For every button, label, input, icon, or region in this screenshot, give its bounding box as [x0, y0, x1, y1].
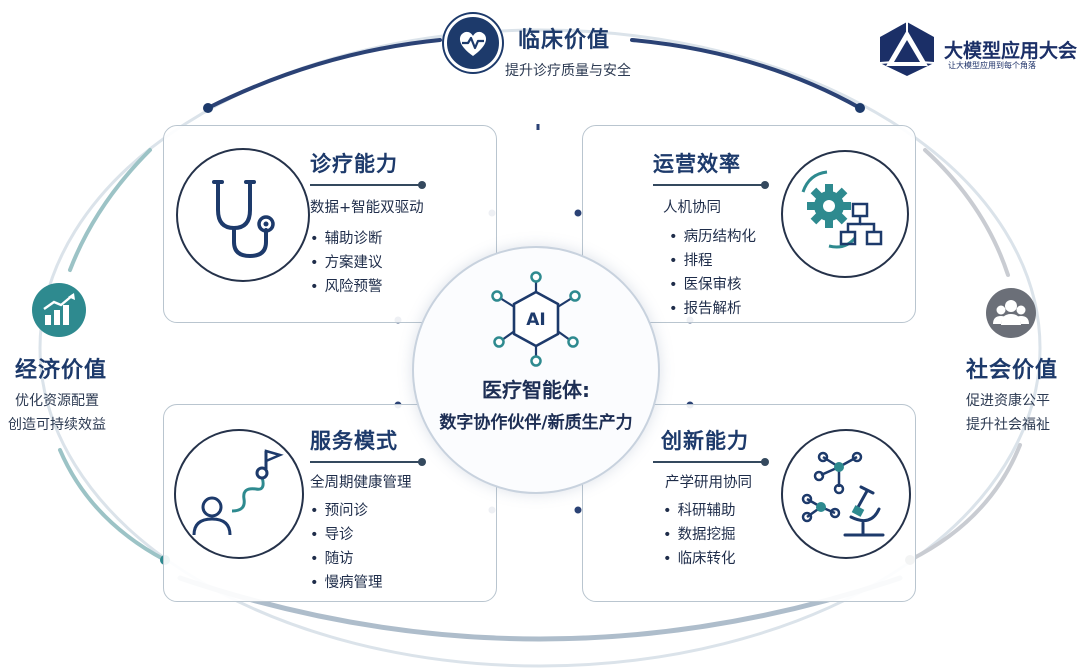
list-item: 数据挖掘 [663, 523, 736, 547]
card-service-divider [310, 458, 426, 466]
list-item: 排程 [669, 249, 756, 273]
list-item: 慢病管理 [310, 571, 383, 595]
list-item: 导诊 [310, 523, 383, 547]
card-innovation-subtitle: 产学研用协同 [665, 475, 752, 491]
list-item: 临床转化 [663, 547, 736, 571]
card-diagnosis-title: 诊疗能力 [310, 152, 398, 176]
card-operations-title: 运营效率 [653, 152, 741, 176]
center-subtitle: 数字协作伙伴/新质生产力 [439, 413, 633, 433]
social-value-line-1: 促进资康公平 [966, 393, 1050, 409]
list-item: 随访 [310, 547, 383, 571]
card-service-title: 服务模式 [310, 429, 398, 453]
card-innovation-divider [653, 458, 769, 466]
card-diagnosis-divider [310, 181, 426, 189]
list-item: 预问诊 [310, 499, 383, 523]
clinical-value-title: 临床价值 [518, 28, 611, 53]
clinical-value-subtitle: 提升诊疗质量与安全 [505, 63, 631, 79]
social-value-line-2: 提升社会福祉 [966, 417, 1050, 433]
economic-value-line-2: 创造可持续效益 [8, 417, 106, 433]
gear-flowchart-icon [781, 150, 909, 278]
molecule-microscope-icon [781, 429, 911, 559]
list-item: 方案建议 [310, 251, 383, 275]
heart-pulse-icon [444, 14, 502, 72]
ai-badge-text: AI [526, 310, 545, 330]
logo-tagline: 让大模型应用到每个角落 [948, 61, 1036, 70]
card-operations: 运营效率 人机协同 病历结构化 排程 医保审核 报告解析 [582, 125, 916, 323]
economic-value-title: 经济价值 [15, 358, 108, 383]
card-service-list: 预问诊 导诊 随访 慢病管理 [310, 499, 383, 595]
stethoscope-icon [176, 148, 310, 282]
center-title: 医疗智能体: [482, 378, 590, 402]
card-diagnosis-subtitle: 数据+智能双驱动 [310, 200, 424, 216]
patient-journey-icon [174, 429, 304, 559]
list-item: 辅助诊断 [310, 227, 383, 251]
card-operations-divider [653, 181, 769, 189]
economic-value-line-1: 优化资源配置 [15, 393, 99, 409]
logo-name: 大模型应用大会 [944, 40, 1078, 62]
ai-network-icon: AI [491, 271, 581, 367]
list-item: 医保审核 [669, 273, 756, 297]
list-item: 病历结构化 [669, 225, 757, 249]
card-innovation-list: 科研辅助 数据挖掘 临床转化 [663, 499, 736, 571]
list-item: 风险预警 [310, 275, 383, 299]
card-operations-subtitle: 人机协同 [663, 200, 721, 216]
list-item: 报告解析 [669, 297, 756, 321]
people-group-icon [986, 288, 1036, 338]
card-diagnosis-list: 辅助诊断 方案建议 风险预警 [310, 227, 383, 299]
list-item: 科研辅助 [663, 499, 736, 523]
bar-chart-growth-icon [32, 283, 86, 337]
card-operations-list: 病历结构化 排程 医保审核 报告解析 [669, 225, 757, 321]
center-hub: AI 医疗智能体: 数字协作伙伴/新质生产力 [412, 246, 660, 494]
card-service-subtitle: 全周期健康管理 [310, 475, 412, 491]
card-innovation-title: 创新能力 [661, 429, 749, 453]
social-value-title: 社会价值 [966, 358, 1059, 383]
hexagon-triangle-logo-icon [879, 22, 935, 76]
